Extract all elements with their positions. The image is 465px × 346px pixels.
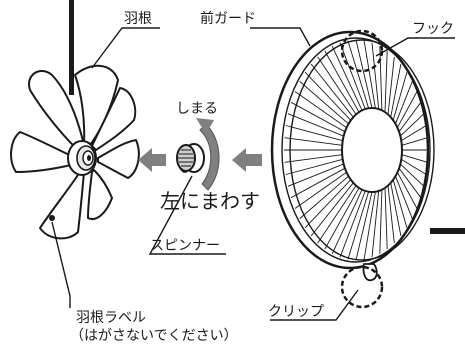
guard-spoke [331, 189, 363, 254]
blade-hub [67, 140, 97, 176]
blade-label-marker [49, 215, 55, 221]
label-tighten: しまる [176, 101, 218, 117]
blade-lower-right [87, 169, 113, 220]
leader-clip [270, 289, 359, 321]
guard-spoke [339, 190, 366, 258]
guard-spoke [310, 182, 354, 237]
guard-spoke [390, 63, 402, 118]
guard-spoke [347, 191, 370, 260]
leader-hook [375, 37, 455, 57]
leader-blade-label [51, 221, 71, 308]
guard-spoke [384, 50, 388, 113]
guard-spoke [355, 39, 373, 109]
guard-spoke [317, 56, 357, 115]
guard-spoke [324, 50, 360, 113]
blade-left [10, 131, 77, 173]
fan-blade-assembly [10, 0, 140, 240]
guard-spoke [392, 72, 408, 121]
label-front-guard: 前ガード [200, 10, 256, 27]
guard-spoke [390, 182, 402, 237]
guard-spoke [401, 137, 428, 146]
guard-spoke [387, 185, 395, 244]
label-blade-label-line1: 羽根ラベル [76, 310, 146, 326]
guard-spoke [387, 56, 395, 115]
rotation-arrow [196, 118, 220, 191]
guard-spoke [395, 176, 413, 219]
guard-spokes [284, 39, 428, 261]
guard-spoke [392, 179, 408, 228]
arrow-left-to-blade [138, 148, 166, 172]
label-spinner: スピンナー [150, 238, 220, 254]
guard-spoke [331, 46, 363, 111]
guard-spoke [310, 63, 354, 118]
fan-blades [10, 64, 140, 240]
label-hook: フック [412, 21, 454, 37]
guard-spoke [285, 158, 343, 175]
guard-spoke [284, 154, 343, 163]
guard-spoke [347, 40, 370, 109]
arrow-left-from-guard [232, 148, 262, 172]
guard-spoke [339, 42, 366, 110]
guard-spoke [397, 91, 418, 128]
guard-center-badge [341, 107, 403, 193]
guard-spoke [363, 191, 376, 260]
guard-spoke [285, 125, 343, 142]
guard-spoke [363, 40, 376, 109]
mounting-pole [69, 0, 74, 95]
leader-lines [51, 27, 455, 321]
guard-spoke [324, 187, 360, 250]
guard-spoke [379, 46, 383, 111]
label-clip: クリップ [268, 304, 324, 320]
guard-ring-inner-edge [281, 37, 431, 263]
guard-mount-bar [430, 228, 465, 234]
spinner-assembly [176, 143, 205, 173]
guard-spoke [287, 113, 344, 137]
guard-spoke [290, 167, 346, 199]
guard-spoke [384, 187, 388, 250]
guard-spoke [294, 91, 347, 129]
guard-spoke [287, 163, 344, 187]
guard-spoke [355, 191, 373, 261]
direction-arrows [138, 148, 262, 172]
guard-spoke [284, 137, 343, 146]
spinner-grip-ridges [178, 149, 194, 167]
clip-highlight-circle [340, 265, 384, 309]
hook-highlight-circle [340, 29, 384, 73]
guard-spoke [371, 190, 380, 258]
guard-spoke [299, 175, 349, 219]
guard-spoke [395, 81, 413, 124]
guard-spoke [398, 102, 422, 133]
guard-spoke [304, 179, 352, 229]
guard-spoke [399, 113, 425, 137]
guard-spoke [400, 158, 427, 175]
label-loosen-instruction: 左にまわす [160, 189, 260, 213]
guard-spoke [400, 125, 427, 142]
leader-spinner [148, 175, 226, 255]
guard-spoke [371, 42, 380, 110]
guard-spoke [397, 172, 418, 209]
blade-bottom [39, 171, 85, 240]
leader-blade [91, 27, 160, 69]
label-blade: 羽根 [124, 11, 152, 27]
guard-spoke [317, 185, 357, 244]
guard-spoke [401, 154, 428, 163]
front-guard [270, 29, 465, 309]
guard-spoke [299, 81, 349, 125]
guard-spoke [304, 71, 352, 121]
label-blade-label-line2: （はがさないでください） [70, 328, 238, 344]
blade-upper-right [91, 87, 137, 151]
guard-spoke [398, 167, 422, 198]
guard-spoke [399, 163, 425, 187]
guard-spoke [290, 101, 346, 133]
blade-upper-left [28, 70, 85, 151]
guard-spoke [379, 189, 383, 254]
leader-front-guard [250, 27, 311, 47]
guard-spoke [294, 171, 347, 209]
blade-right [97, 139, 140, 179]
